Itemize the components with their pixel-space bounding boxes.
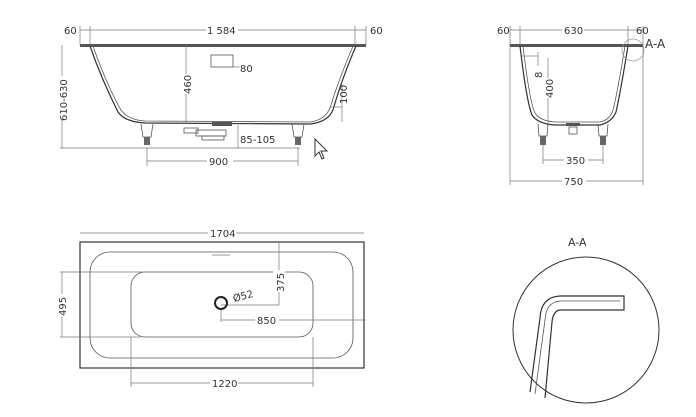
dim-drain-offset-x: 850 xyxy=(257,316,276,327)
dim-rim-right: 60 xyxy=(636,26,649,37)
dim-leg-spacing: 900 xyxy=(209,157,228,168)
dim-rim-thickness: 8 xyxy=(534,72,545,78)
drain-assembly xyxy=(183,122,232,141)
dim-drain-height: 85-105 xyxy=(240,135,275,146)
dim-depth: 400 xyxy=(545,79,556,98)
rim xyxy=(80,44,366,47)
leg-left xyxy=(537,123,549,145)
tub-inner xyxy=(89,251,354,359)
dim-total-width: 750 xyxy=(564,177,583,188)
dim-total-length: 1704 xyxy=(210,229,235,240)
dim-height-range: 610-630 xyxy=(59,79,70,121)
dim-inner-width: 630 xyxy=(564,26,583,37)
dim-basin-width: 495 xyxy=(58,297,69,316)
dim-rim-left: 60 xyxy=(497,26,510,37)
overflow xyxy=(210,54,234,68)
dim-length: 1 584 xyxy=(207,26,236,37)
section-marker xyxy=(621,38,645,62)
front-view: 60 1 584 60 610-630 460 80 100 85-105 xyxy=(55,24,383,168)
dim-drain-diameter: Ø52 xyxy=(232,288,255,305)
dim-side-height: 100 xyxy=(339,85,350,104)
drain xyxy=(214,296,228,310)
detail-title: A-A xyxy=(568,236,587,249)
tub-outer xyxy=(79,241,365,369)
dim-rim-right: 60 xyxy=(370,26,383,37)
section-view: 60 630 60 A-A 8 400 350 750 xyxy=(497,24,666,188)
dim-overflow: 80 xyxy=(240,64,253,75)
tub-outline xyxy=(89,45,357,125)
mouse-cursor-icon xyxy=(314,137,329,160)
leg-right xyxy=(291,123,305,145)
plan-view: 1704 495 375 Ø52 850 1220 xyxy=(55,227,366,390)
dim-drain-offset-y: 375 xyxy=(276,273,287,292)
dim-leg-spacing: 350 xyxy=(566,156,585,167)
dim-depth: 460 xyxy=(183,75,194,94)
dim-basin-length: 1220 xyxy=(212,379,237,390)
leg-left xyxy=(140,123,154,145)
detail-a-a: A-A xyxy=(512,236,660,404)
section-label: A-A xyxy=(645,37,666,51)
leg-right xyxy=(597,123,609,145)
dim-rim-left: 60 xyxy=(64,26,77,37)
